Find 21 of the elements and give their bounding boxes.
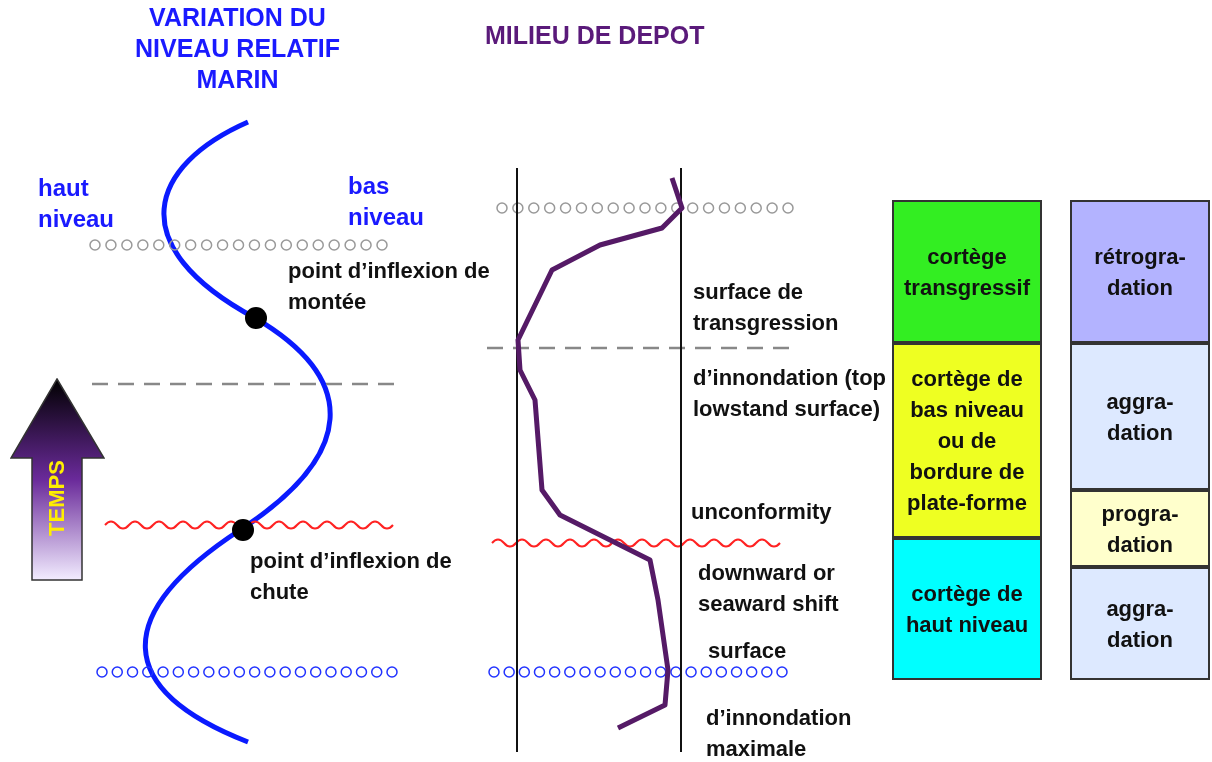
annotation: surface de transgression <box>693 278 840 337</box>
stacking-pattern-box: progra-dation <box>1070 490 1210 567</box>
heading: MILIEU DE DEPOT <box>485 20 706 51</box>
annotation: surface <box>708 637 788 665</box>
annotation: d’innondation (top lowstand surface) <box>693 364 888 423</box>
heading: VARIATION DU NIVEAU RELATIF MARIN <box>133 2 342 95</box>
axis-label: haut niveau <box>38 173 116 234</box>
stacking-pattern-box: aggra-dation <box>1070 343 1210 490</box>
annotation: point d’inflexion de chute <box>250 547 453 606</box>
time-arrow <box>10 378 105 582</box>
annotation: downward or seaward shift <box>698 559 840 618</box>
annotation: point d’inflexion de montée <box>288 257 491 316</box>
annotation: d’innondation maximale <box>706 704 853 762</box>
axis-label: bas niveau <box>348 171 426 232</box>
systems-tract-box: cortège de bas niveau ou de bordure de plate-forme <box>892 343 1042 538</box>
annotation: unconformity <box>691 498 833 526</box>
systems-tract-box: cortège transgressif <box>892 200 1042 343</box>
stacking-pattern-box: aggra-dation <box>1070 567 1210 680</box>
stacking-pattern-box: rétrogra-dation <box>1070 200 1210 343</box>
systems-tract-box: cortège de haut niveau <box>892 538 1042 680</box>
axis-label: TEMPS <box>44 460 70 536</box>
